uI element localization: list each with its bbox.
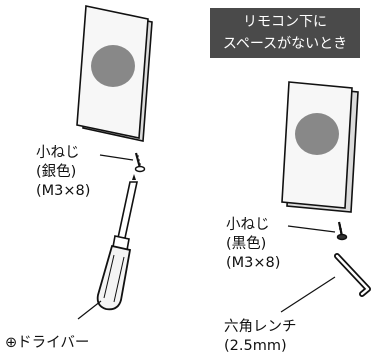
hex-wrench-label-size: (2.5mm) (224, 338, 287, 354)
hex-wrench-label-name: 六角レンチ (224, 319, 297, 335)
right-screw-label-size: (M3×8) (226, 255, 281, 271)
right-remote-panel (281, 81, 359, 213)
left-panel-disc (91, 45, 135, 87)
hex-wrench-label: 六角レンチ (2.5mm) (224, 318, 297, 356)
right-screw (336, 221, 348, 241)
right-screw-label: 小ねじ (黒色) (M3×8) (226, 216, 280, 273)
no-space-banner: リモコン下に スペースがないとき (210, 8, 360, 58)
left-screw-label-size: (M3×8) (36, 183, 91, 199)
banner-line-2: スペースがないとき (222, 36, 348, 52)
banner-line-1: リモコン下に (243, 14, 327, 30)
left-screw-label: 小ねじ (銀色) (M3×8) (36, 144, 90, 201)
hex-wrench (334, 253, 371, 297)
right-screw-label-color: (黒色) (226, 236, 267, 252)
screwdriver-label: ⊕ドライバー (5, 335, 90, 351)
left-screw-label-color: (銀色) (36, 164, 77, 180)
left-screw-label-name: 小ねじ (36, 145, 80, 161)
left-screw (134, 152, 146, 173)
right-screw-label-name: 小ねじ (226, 217, 270, 233)
screwdriver (96, 174, 138, 311)
left-remote-panel (76, 5, 153, 142)
right-panel-disc (295, 113, 339, 155)
